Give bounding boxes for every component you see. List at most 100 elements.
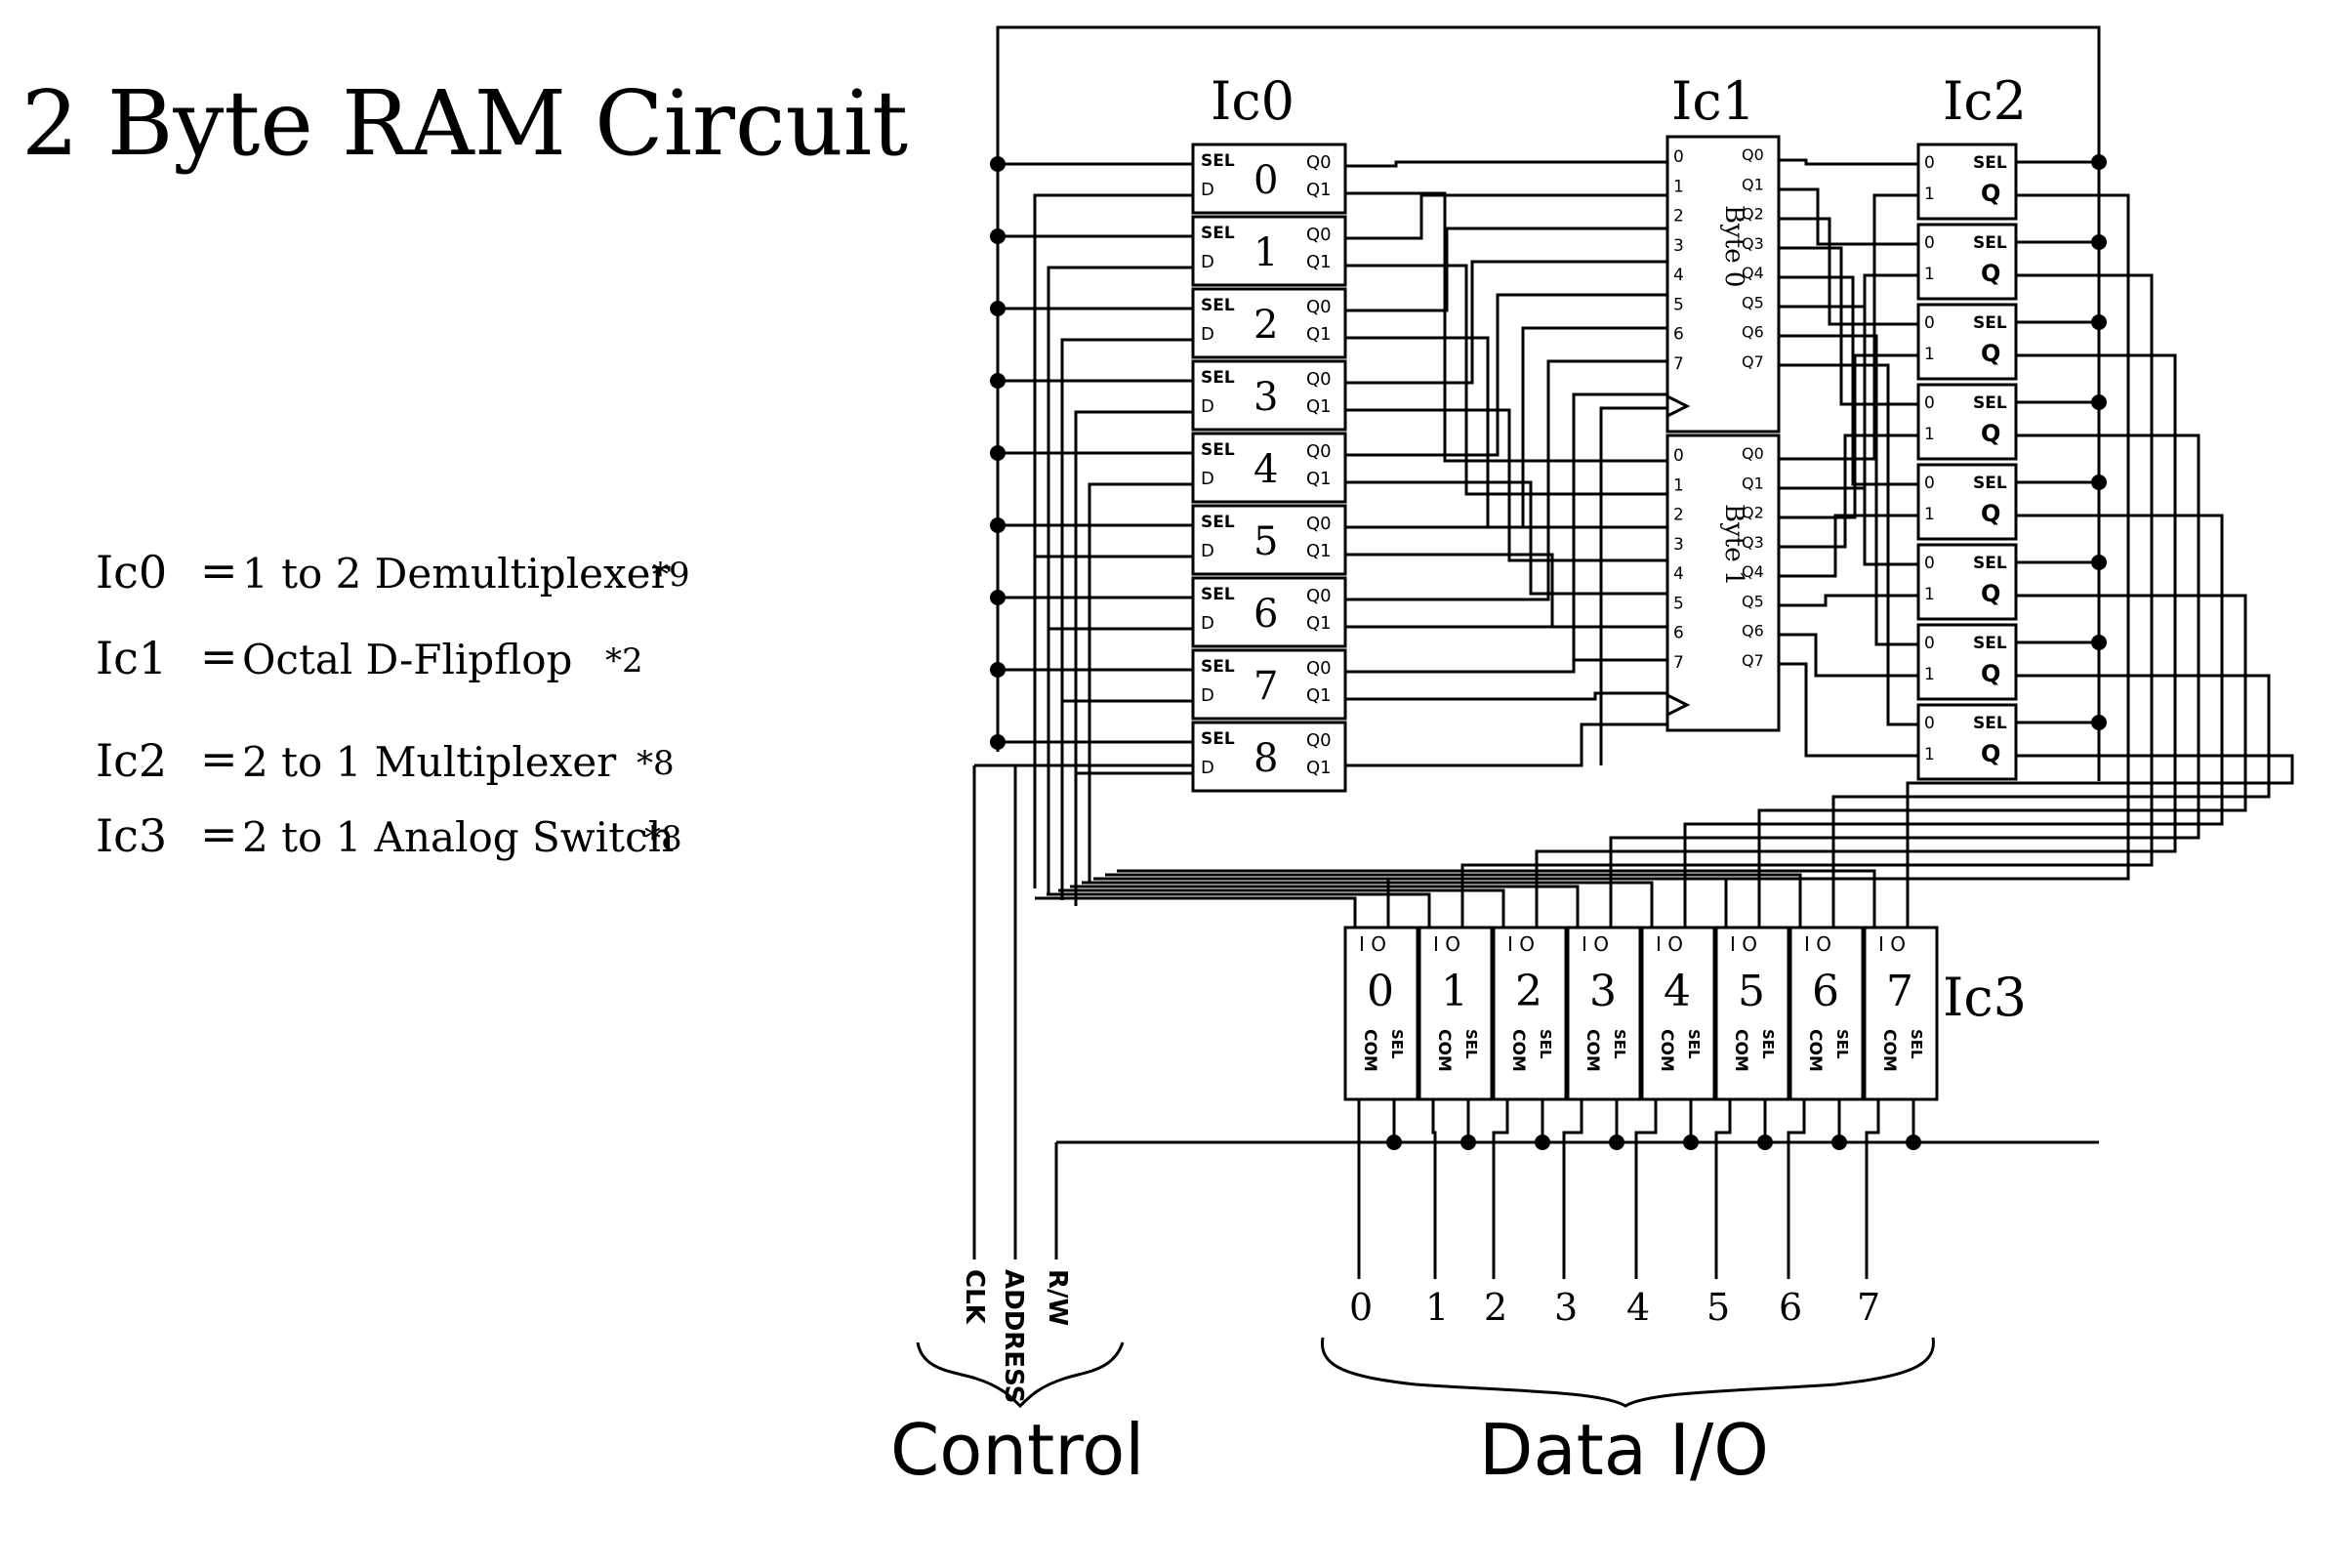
- data-io-pin-0: 0: [1349, 1286, 1373, 1329]
- pin-label-sel: SEL: [1201, 440, 1235, 460]
- ic3-unit-body: [1640, 926, 1716, 1101]
- pin-label-in1: 1: [1924, 585, 1935, 604]
- ic0-unit-body: [1191, 576, 1347, 648]
- pin-label-in0: 0: [1924, 634, 1935, 653]
- ic1-output-q4: Q4: [1742, 264, 1764, 282]
- pin-label-q0: Q0: [1306, 658, 1332, 679]
- switch-com-to-data-io: [1492, 1099, 1509, 1279]
- byte1-to-mux-in1: [1779, 433, 1918, 549]
- mux-q-to-switch: [1683, 514, 2224, 928]
- pin-label-io: I O: [1656, 932, 1683, 956]
- pin-label-d: D: [1201, 685, 1214, 706]
- ic0-d-input: [1060, 699, 1193, 900]
- ic3-unit-body: [1788, 926, 1865, 1101]
- ic2-multiplexer-stack: 01SELQ01SELQ01SELQ01SELQ01SELQ01SELQ01SE…: [1916, 143, 2018, 781]
- pin-label-io: I O: [1433, 932, 1460, 956]
- pin-label-in0: 0: [1924, 474, 1935, 493]
- byte0-to-mux-in0: [1779, 305, 1918, 566]
- legend-description: 2 to 1 Multiplexer: [242, 738, 617, 786]
- legend-row-ic2: Ic2 = 2 to 1 Multiplexer *8: [96, 732, 675, 787]
- switch-com-to-data-io: [1431, 1099, 1437, 1279]
- legend-ic-name: Ic1: [96, 632, 167, 684]
- legend-equals: =: [200, 630, 238, 682]
- control-signal-address: ADDRESS: [999, 1269, 1028, 1403]
- legend-ic-name: Ic3: [96, 809, 167, 862]
- ic0-q1-to-byte1: [1345, 191, 1667, 463]
- data-in-feedback: [1082, 881, 1654, 928]
- ic0-q0-to-byte0: [1345, 227, 1667, 312]
- junction-dot: [1831, 1135, 1847, 1150]
- junction-dot: [990, 301, 1006, 316]
- ic1-input-4: 4: [1673, 564, 1684, 584]
- pin-label-d: D: [1201, 180, 1214, 200]
- ic1-output-q2: Q2: [1742, 205, 1764, 224]
- pin-label-sel: SEL: [1973, 393, 2007, 413]
- byte0-to-mux-in0: [1779, 217, 1918, 326]
- ic0-d-input: [1074, 410, 1193, 877]
- pin-label-q: Q: [1981, 180, 2000, 207]
- legend-row-ic0: Ic0 = 1 to 2 Demultiplexer *9: [96, 544, 690, 598]
- byte1-to-mux-in1: [1779, 193, 1918, 461]
- data-in-feedback: [1047, 892, 1431, 928]
- ic3-label: Ic3: [1943, 967, 2027, 1028]
- data-in-feedback: [1105, 873, 1802, 928]
- pin-label-sel: SEL: [1973, 233, 2007, 253]
- pin-label-d: D: [1201, 324, 1214, 345]
- pin-label-in0: 0: [1924, 313, 1935, 333]
- legend-equals: =: [200, 544, 238, 597]
- ic0-unit-number: 4: [1254, 447, 1278, 492]
- pin-label-in0: 0: [1924, 714, 1935, 733]
- ic0-q0-to-byte0: [1345, 326, 1667, 529]
- pin-label-com: COM: [1508, 1029, 1528, 1072]
- junction-dot: [2091, 475, 2107, 490]
- pin-label-in0: 0: [1924, 393, 1935, 413]
- ic2-unit-body: [1916, 703, 2018, 781]
- pin-label-io: I O: [1878, 932, 1906, 956]
- data-in-feedback: [1117, 869, 1876, 928]
- pin-label-q0: Q0: [1306, 369, 1332, 390]
- switch-com-to-data-io: [1562, 1099, 1583, 1279]
- clock-input-triangle: [1666, 693, 1691, 717]
- pin-label-d: D: [1201, 396, 1214, 417]
- pin-label-com: COM: [1657, 1029, 1676, 1072]
- pin-label-sel: SEL: [1201, 585, 1235, 604]
- ic1-output-q3: Q3: [1742, 234, 1764, 253]
- ic1-output-q0: Q0: [1742, 145, 1764, 164]
- ic1-input-1: 1: [1673, 475, 1684, 495]
- ic1-output-q7: Q7: [1742, 352, 1764, 371]
- byte1-to-mux-in1: [1779, 594, 1918, 607]
- pin-label-q: Q: [1981, 580, 2000, 607]
- ic0-q1-to-byte1: [1345, 336, 1667, 529]
- pin-label-q0: Q0: [1306, 297, 1332, 317]
- pin-label-com: COM: [1434, 1029, 1454, 1072]
- ic-legend: Ic0 = 1 to 2 Demultiplexer *9 Ic1 = Octa…: [96, 544, 690, 862]
- ic3-unit-number: 6: [1812, 967, 1839, 1016]
- ic3-unit-body: [1418, 926, 1494, 1101]
- pin-label-sel: SEL: [1611, 1029, 1628, 1059]
- junction-dot: [2091, 715, 2107, 730]
- ic1-input-6: 6: [1673, 325, 1684, 345]
- pin-label-sel: SEL: [1973, 634, 2007, 653]
- ic1-input-0: 0: [1673, 147, 1684, 167]
- pin-label-q1: Q1: [1306, 396, 1332, 417]
- ic3-unit-number: 0: [1367, 967, 1394, 1016]
- pin-label-sel: SEL: [1201, 224, 1235, 243]
- byte0-to-mux-in0: [1779, 187, 1918, 246]
- ic0-label: Ic0: [1211, 70, 1295, 132]
- ic1-input-3: 3: [1673, 535, 1684, 555]
- data-io-pin-6: 6: [1779, 1286, 1802, 1329]
- ic0-q0-to-byte0: [1345, 193, 1667, 240]
- pin-label-sel: SEL: [1537, 1029, 1554, 1059]
- legend-ic-name: Ic2: [96, 734, 167, 787]
- pin-label-sel: SEL: [1685, 1029, 1703, 1059]
